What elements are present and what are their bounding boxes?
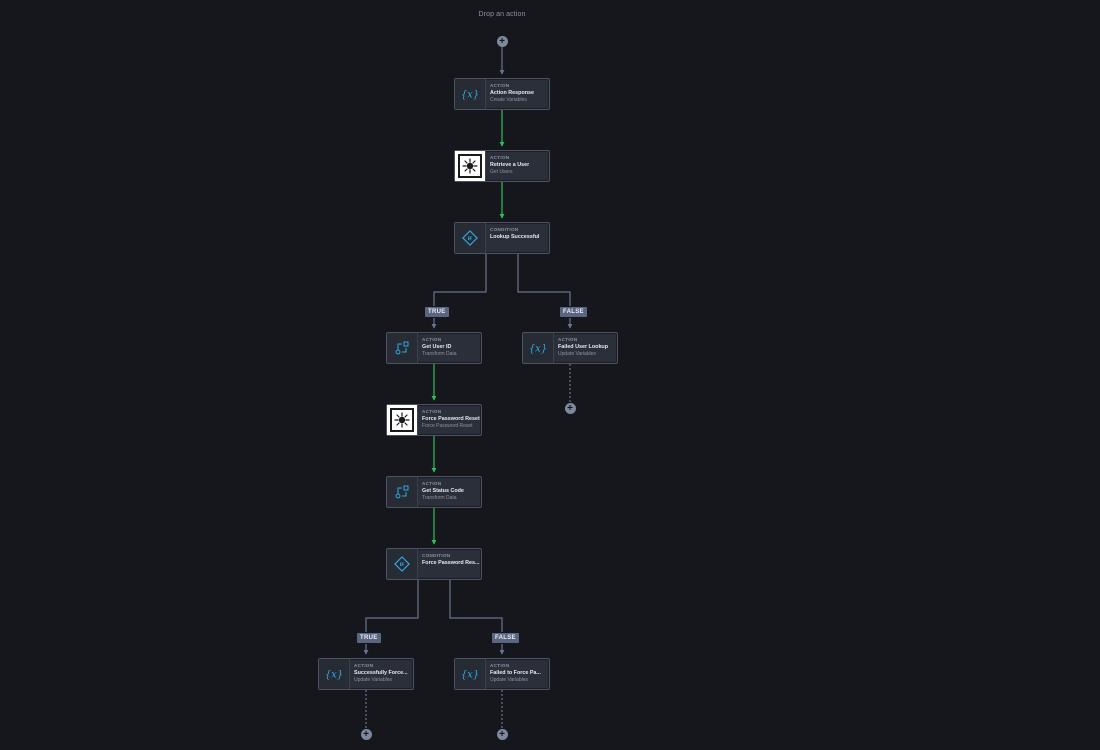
variable-icon: {x} (455, 79, 486, 109)
node-title: Action Response (490, 90, 535, 96)
connector-false-branch (449, 580, 503, 632)
false-branch-label: FALSE (492, 633, 519, 643)
node-subtitle: Transform Data (422, 495, 457, 501)
add-action-button[interactable]: + (496, 728, 508, 740)
node-subtitle: Update Variables (558, 351, 596, 357)
okta-logo-icon (455, 151, 486, 181)
node-kind: CONDITION (490, 227, 519, 232)
node-retrieve-a-user[interactable]: ACTION Retrieve a User Get Users (454, 150, 550, 182)
node-kind: ACTION (422, 409, 442, 414)
connector-true-branch (433, 254, 487, 306)
node-force-password-reset[interactable]: ACTION Force Password Reset Force Passwo… (386, 404, 482, 436)
drop-an-action-label: Drop an action (478, 11, 526, 18)
svg-text:{x}: {x} (462, 670, 478, 681)
svg-text:{x}: {x} (530, 344, 546, 355)
okta-logo-icon (387, 405, 418, 435)
node-title: Failed User Lookup (558, 344, 609, 350)
true-branch-label: TRUE (425, 307, 449, 317)
svg-text:IF: IF (468, 236, 473, 242)
condition-if-icon: IF (455, 223, 486, 253)
node-kind: ACTION (354, 663, 374, 668)
node-subtitle: Create Variables (490, 97, 527, 103)
node-title: Retrieve a User (490, 162, 530, 168)
node-title: Force Password Res... (422, 560, 480, 566)
node-failed-user-lookup[interactable]: {x} ACTION Failed User Lookup Update Var… (522, 332, 618, 364)
variable-icon: {x} (455, 659, 486, 689)
node-subtitle: Transform Data (422, 351, 457, 357)
svg-text:{x}: {x} (462, 90, 478, 101)
node-condition-force-password-reset[interactable]: IF CONDITION Force Password Res... (386, 548, 482, 580)
svg-text:{x}: {x} (326, 670, 342, 681)
node-kind: ACTION (422, 337, 442, 342)
add-action-button[interactable]: + (496, 35, 508, 47)
add-action-button[interactable]: + (360, 728, 372, 740)
svg-text:IF: IF (400, 562, 405, 568)
node-kind: CONDITION (422, 553, 451, 558)
node-subtitle: Get Users (490, 169, 513, 175)
node-title: Failed to Force Pa... (490, 670, 541, 676)
node-title: Get Status Code (422, 488, 464, 494)
variable-icon: {x} (319, 659, 350, 689)
condition-if-icon: IF (387, 549, 418, 579)
node-action-response[interactable]: {x} ACTION Action Response Create Variab… (454, 78, 550, 110)
node-kind: ACTION (490, 663, 510, 668)
node-subtitle: Force Password Reset (422, 423, 473, 429)
node-kind: ACTION (490, 83, 510, 88)
transform-icon (387, 477, 418, 507)
connector-false-branch (517, 254, 571, 306)
node-title: Get User ID (422, 344, 452, 350)
node-kind: ACTION (558, 337, 578, 342)
node-get-user-id[interactable]: ACTION Get User ID Transform Data (386, 332, 482, 364)
node-get-status-code[interactable]: ACTION Get Status Code Transform Data (386, 476, 482, 508)
node-kind: ACTION (490, 155, 510, 160)
connector-true-branch (365, 580, 419, 632)
node-title: Lookup Successful (490, 234, 540, 240)
node-kind: ACTION (422, 481, 442, 486)
node-failed-to-force[interactable]: {x} ACTION Failed to Force Pa... Update … (454, 658, 550, 690)
transform-icon (387, 333, 418, 363)
true-branch-label: TRUE (357, 633, 381, 643)
variable-icon: {x} (523, 333, 554, 363)
node-title: Successfully Force... (354, 670, 408, 676)
node-title: Force Password Reset (422, 416, 480, 422)
node-subtitle: Update Variables (490, 677, 528, 683)
add-action-button[interactable]: + (564, 402, 576, 414)
node-subtitle: Update Variables (354, 677, 392, 683)
node-condition-lookup-successful[interactable]: IF CONDITION Lookup Successful (454, 222, 550, 254)
false-branch-label: FALSE (560, 307, 587, 317)
node-successfully-force[interactable]: {x} ACTION Successfully Force... Update … (318, 658, 414, 690)
